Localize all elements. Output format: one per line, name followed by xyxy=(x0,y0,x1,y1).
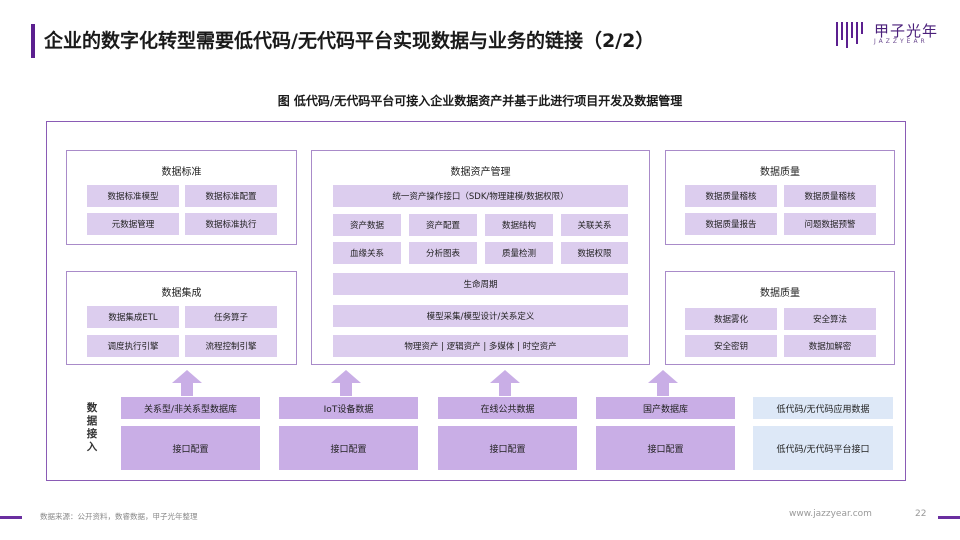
diagram-frame xyxy=(46,121,906,481)
panel-title: 数据标准 xyxy=(161,167,202,178)
cell: 质量检测 xyxy=(485,242,553,264)
cell: 安全算法 xyxy=(784,308,876,330)
interface-config: 接口配置 xyxy=(438,426,577,470)
panel-title: 数据集成 xyxy=(161,288,202,299)
cell: 数据标准配置 xyxy=(185,185,277,207)
panel-data-standard: 数据标准 数据标准模型 数据标准配置 元数据管理 数据标准执行 xyxy=(66,150,297,245)
cell: 数据集成ETL xyxy=(87,306,179,328)
footer-accent-left xyxy=(0,516,22,519)
access-source: 关系型/非关系型数据库 xyxy=(121,397,260,419)
cell: 分析图表 xyxy=(409,242,477,264)
panel-title: 数据资产管理 xyxy=(450,167,511,178)
cell: 问题数据预警 xyxy=(784,213,876,235)
cell: 数据标准执行 xyxy=(185,213,277,235)
access-source: 低代码/无代码应用数据 xyxy=(753,397,893,419)
cell: 数据标准模型 xyxy=(87,185,179,207)
cell: 任务算子 xyxy=(185,306,277,328)
panel-data-quality: 数据质量 数据质量稽核 数据质量稽核 数据质量报告 问题数据预警 xyxy=(665,150,895,245)
up-arrow-icon xyxy=(490,370,520,396)
cell: 数据质量报告 xyxy=(685,213,777,235)
cell: 资产数据 xyxy=(333,214,401,236)
up-arrow-icon xyxy=(172,370,202,396)
interface-config: 接口配置 xyxy=(279,426,418,470)
cell: 数据结构 xyxy=(485,214,553,236)
panel-title: 数据质量 xyxy=(760,167,800,178)
unified-interface-cell: 统一资产操作接口（SDK/物理建模/数据权限） xyxy=(333,185,628,207)
cell: 安全密钥 xyxy=(685,335,777,357)
lifecycle-cell: 生命周期 xyxy=(333,273,628,295)
cell: 数据质量稽核 xyxy=(685,185,777,207)
cell: 数据权限 xyxy=(561,242,628,264)
cell: 流程控制引擎 xyxy=(185,335,277,357)
interface-config: 接口配置 xyxy=(121,426,260,470)
cell: 关联关系 xyxy=(561,214,628,236)
panel-data-integration: 数据集成 数据集成ETL 任务算子 调度执行引擎 流程控制引擎 xyxy=(66,271,297,365)
cell: 调度执行引擎 xyxy=(87,335,179,357)
footer-accent-right xyxy=(938,516,960,519)
panel-title: 数据质量 xyxy=(760,288,800,299)
access-source: 国产数据库 xyxy=(596,397,735,419)
panel-data-security: 数据质量 数据雾化 安全算法 安全密钥 数据加解密 xyxy=(665,271,895,365)
interface-config: 接口配置 xyxy=(596,426,735,470)
logo-name: 甲子光年 xyxy=(874,22,939,40)
page-number: 22 xyxy=(915,509,927,519)
cell: 数据雾化 xyxy=(685,308,777,330)
panel-data-asset-management: 数据资产管理 统一资产操作接口（SDK/物理建模/数据权限） 资产数据 资产配置… xyxy=(311,150,650,365)
cell: 数据加解密 xyxy=(784,335,876,357)
modeling-cell: 模型采集/模型设计/关系定义 xyxy=(333,305,628,327)
title-accent-bar xyxy=(31,24,35,58)
cell: 资产配置 xyxy=(409,214,477,236)
interface-config: 低代码/无代码平台接口 xyxy=(753,426,893,470)
figure-caption: 图 低代码/无代码平台可接入企业数据资产并基于此进行项目开发及数据管理 xyxy=(277,94,683,108)
up-arrow-icon xyxy=(331,370,361,396)
data-source-note: 数据来源：公开资料，数睿数据，甲子光年整理 xyxy=(40,512,198,521)
up-arrow-icon xyxy=(648,370,678,396)
data-access-label: 数据接入 xyxy=(86,402,98,453)
cell: 血缘关系 xyxy=(333,242,401,264)
logo-subtitle: JAZZYEAR xyxy=(874,38,928,45)
jazzyear-logo-icon xyxy=(836,22,863,48)
access-source: 在线公共数据 xyxy=(438,397,577,419)
website-link[interactable]: www.jazzyear.com xyxy=(789,509,872,519)
access-source: IoT设备数据 xyxy=(279,397,418,419)
asset-types-cell: 物理资产 | 逻辑资产 | 多媒体 | 时空资产 xyxy=(333,335,628,357)
cell: 元数据管理 xyxy=(87,213,179,235)
cell: 数据质量稽核 xyxy=(784,185,876,207)
page-title: 企业的数字化转型需要低代码/无代码平台实现数据与业务的链接（2/2） xyxy=(44,30,655,52)
